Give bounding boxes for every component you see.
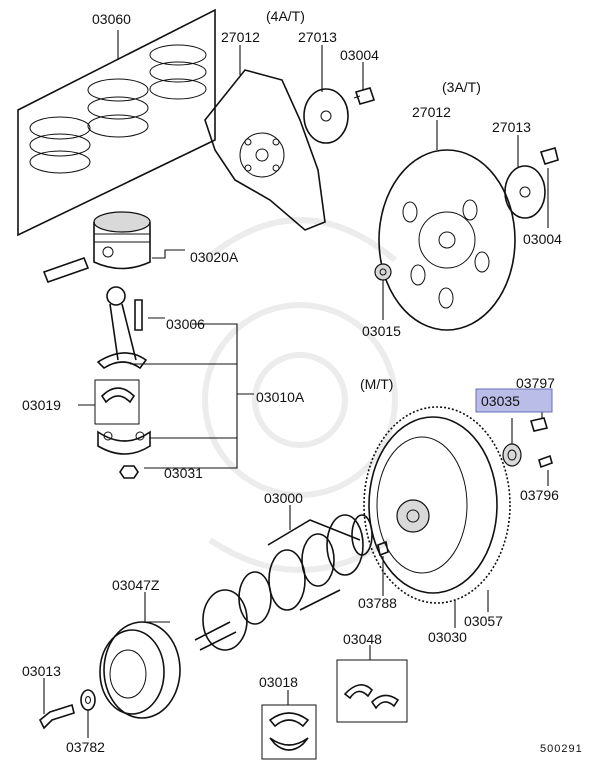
- dowel-pin[interactable]: [538, 454, 553, 469]
- part-label-03004-3at[interactable]: 03004: [523, 231, 562, 247]
- part-label-03060[interactable]: 03060: [92, 11, 131, 27]
- part-label-03048[interactable]: 03048: [343, 631, 382, 647]
- pilot-bushing[interactable]: [374, 263, 392, 281]
- part-label-03019[interactable]: 03019: [22, 397, 61, 413]
- variant-label-3at: (3A/T): [442, 79, 481, 95]
- drawing-number: 500291: [540, 743, 583, 755]
- thrust-bearing[interactable]: [336, 659, 408, 723]
- part-label-03010a[interactable]: 03010A: [256, 389, 305, 405]
- connecting-rod[interactable]: [96, 286, 148, 370]
- watermark-emblem: [202, 217, 398, 573]
- part-label-03047z[interactable]: 03047Z: [112, 577, 160, 593]
- part-label-03788[interactable]: 03788: [358, 595, 397, 611]
- crankshaft[interactable]: [194, 514, 373, 651]
- drive-plate-4at[interactable]: [204, 69, 326, 231]
- part-label-03006[interactable]: 03006: [166, 316, 205, 332]
- part-label-03000[interactable]: 03000: [264, 490, 303, 506]
- part-label-03018[interactable]: 03018: [259, 674, 298, 690]
- part-label-03031[interactable]: 03031: [164, 465, 203, 481]
- rod-bearing-upper[interactable]: [94, 379, 140, 425]
- variant-label-mt: (M/T): [360, 376, 393, 392]
- part-label-03030[interactable]: 03030: [428, 629, 467, 645]
- adapter-plate-4at[interactable]: [303, 88, 349, 144]
- part-label-27013-3at[interactable]: 27013: [492, 119, 531, 135]
- piston-assembly[interactable]: [42, 211, 151, 284]
- part-label-03013[interactable]: 03013: [22, 663, 61, 679]
- flywheel-mt[interactable]: [363, 406, 511, 604]
- selected-part-highlight: [475, 388, 553, 413]
- part-label-03057[interactable]: 03057: [464, 613, 503, 629]
- main-bearing[interactable]: [261, 704, 317, 760]
- flywheel-bolt[interactable]: [529, 417, 549, 432]
- part-label-27012-3at[interactable]: 27012: [412, 104, 451, 120]
- drive-plate-3at[interactable]: [378, 149, 516, 331]
- part-label-27012-4at[interactable]: 27012: [221, 29, 260, 45]
- crank-pulley[interactable]: [99, 621, 181, 719]
- part-label-03004-4at[interactable]: 03004: [340, 47, 379, 63]
- part-label-03796[interactable]: 03796: [520, 487, 559, 503]
- part-label-27013-4at[interactable]: 27013: [298, 29, 337, 45]
- rod-nut[interactable]: [119, 465, 139, 479]
- variant-label-4at: (4A/T): [266, 8, 305, 24]
- rod-cap[interactable]: [97, 430, 151, 455]
- adapter-plate-3at[interactable]: [504, 165, 546, 219]
- part-label-03782[interactable]: 03782: [66, 739, 105, 755]
- pulley-bolt[interactable]: [38, 703, 75, 730]
- flywheel-bearing[interactable]: [502, 443, 522, 467]
- part-label-03020a[interactable]: 03020A: [190, 249, 239, 265]
- part-label-03797[interactable]: 03797: [516, 375, 555, 391]
- bolt-4at[interactable]: [353, 87, 376, 105]
- piston-ring-set[interactable]: [17, 8, 216, 237]
- bolt-3at[interactable]: [539, 147, 559, 165]
- crank-pin[interactable]: [377, 540, 389, 557]
- pulley-washer[interactable]: [80, 689, 96, 711]
- part-label-03035[interactable]: 03035: [481, 393, 520, 409]
- part-label-03015[interactable]: 03015: [362, 323, 401, 339]
